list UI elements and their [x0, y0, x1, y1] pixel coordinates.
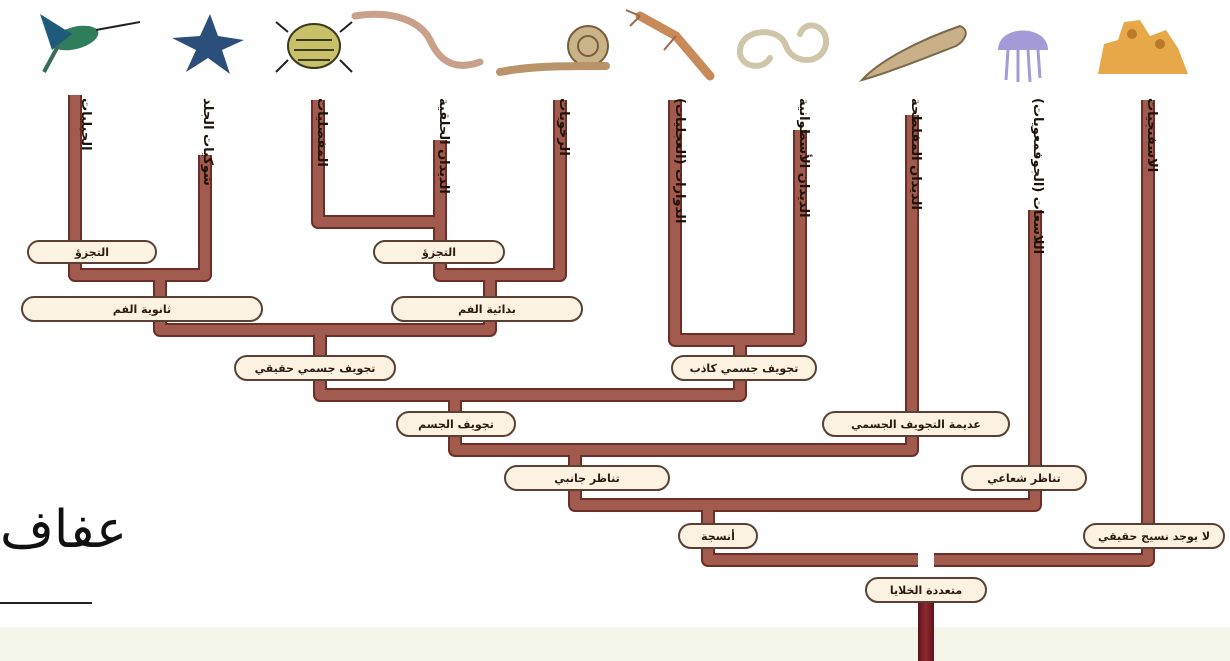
tree-branch [318, 100, 490, 330]
node-protostome: بدائية الفم [392, 297, 582, 321]
taxon-label-rotifera: الدوارات (العجليات) [672, 98, 687, 223]
node-radial: تناظر شعاعي [962, 466, 1086, 490]
node-multicellular: متعددة الخلايا [866, 578, 986, 602]
node-label: التجزؤ [421, 246, 456, 259]
hummingbird-icon [40, 14, 140, 72]
tree-branch [160, 155, 205, 275]
taxon-label-cnidaria: اللاسعات (الجوفمعويات) [1030, 98, 1045, 254]
taxon-label-porifera: الاسفنجيات [1144, 98, 1159, 172]
starfish-icon [172, 14, 244, 74]
node-body-cavity: تجويف الجسم [397, 412, 515, 436]
node-true-coelom: تجويف جسمي حقيقي [235, 356, 395, 380]
node-label: تجويف جسمي حقيقي [255, 362, 376, 375]
taxon-label-nematoda: الديدان الأسطوانية [796, 98, 813, 218]
rotifer-icon [626, 10, 710, 76]
node-pseudocoelom: تجويف جسمي كاذب [672, 356, 816, 380]
node-label: تناظر جانبي [554, 472, 620, 485]
node-label: عديمة التجويف الجسمي [851, 418, 981, 431]
node-no-tissues: لا يوجد نسيج حقيقي [1084, 524, 1224, 548]
node-segmentation-chordates: التجزؤ [28, 241, 156, 263]
handwritten-signature: عفاف [0, 500, 127, 560]
snail-icon [500, 26, 608, 72]
node-label: لا يوجد نسيج حقيقي [1098, 530, 1210, 543]
node-acoelom: عديمة التجويف الجسمي [823, 412, 1009, 436]
node-tissues: أنسجة [679, 524, 757, 548]
node-label: التجزؤ [74, 246, 109, 259]
node-label: أنسجة [701, 529, 735, 543]
jellyfish-icon [998, 31, 1048, 83]
node-deuterostome: ثانوية الفم [22, 297, 262, 321]
node-label: تجويف جسمي كاذب [690, 362, 799, 375]
node-bilateral: تناظر جانبي [505, 466, 669, 490]
node-segmentation-annelids: التجزؤ [374, 241, 504, 263]
beetle-icon [276, 22, 352, 72]
tree-branch [740, 130, 800, 340]
taxon-label-echinodermata: شوكيات الجلد [200, 98, 215, 186]
taxon-label-mollusca: الرخويات [556, 98, 571, 156]
node-label: متعددة الخلايا [890, 584, 962, 597]
handwritten-underline [0, 602, 92, 604]
tree-trunk [918, 595, 934, 661]
taxon-label-arthropoda: المفصليات [314, 98, 329, 167]
tree-branch [740, 130, 800, 340]
taxon-label-annelida: الديدان الحلقية [436, 98, 451, 194]
node-label: بدائية الفم [458, 303, 516, 316]
taxon-label-platyhelminthes: الديدان المفلطحة [908, 98, 923, 210]
sponge-icon [1098, 20, 1188, 74]
taxon-label-chordata: الحبليات [78, 98, 93, 151]
earthworm-icon [355, 14, 480, 65]
flatworm-icon [862, 26, 966, 80]
node-label: ثانوية الفم [113, 303, 171, 316]
node-label: تجويف الجسم [418, 418, 494, 431]
node-label: تناظر شعاعي [987, 472, 1061, 485]
roundworm-icon [740, 25, 826, 65]
